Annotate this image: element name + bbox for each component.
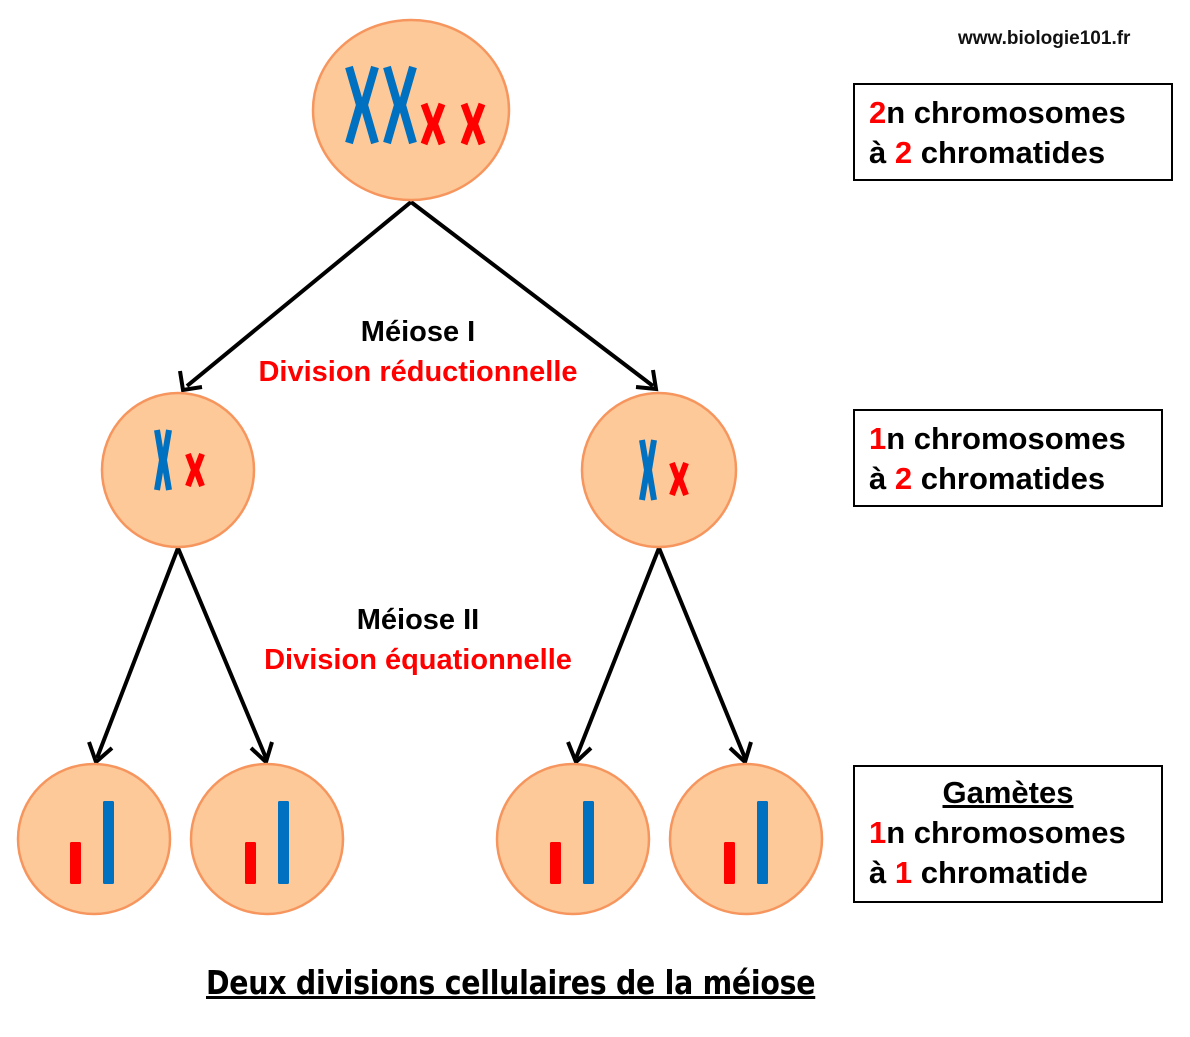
cell-membrane — [668, 762, 824, 916]
arrows — [95, 200, 747, 759]
gamete-cell-2 — [189, 762, 345, 916]
chromatid-long — [103, 801, 114, 884]
website-credit: www.biologie101.fr — [958, 28, 1131, 49]
chromatid — [398, 65, 417, 145]
ploidy-line: 2n chromosomes — [869, 95, 1126, 130]
chromosome-maternal — [154, 429, 172, 491]
chromatid-short — [245, 842, 256, 884]
stage-type: Division équationnelle — [264, 644, 572, 676]
diagram-title: Deux divisions cellulaires de la méiose — [206, 963, 816, 1002]
chromatid-long — [757, 801, 768, 884]
meiosis-2-label: Méiose II Division équationnelle — [208, 600, 628, 680]
chromatid-short — [70, 842, 81, 884]
info-box-haploid-2-chromatids: 1n chromosomes à 2 chromatides — [853, 409, 1163, 507]
daughter-cell-left — [100, 391, 256, 549]
chromosome-maternal — [345, 65, 379, 145]
cell-membrane — [311, 18, 511, 202]
chromatid — [193, 452, 205, 488]
chromatid-line: à 2 chromatides — [869, 461, 1106, 496]
chromatid — [677, 461, 689, 497]
cell-membrane — [580, 391, 738, 549]
arrowheads — [87, 369, 753, 766]
chromosome-paternal — [420, 102, 446, 146]
chromatid-short — [550, 842, 561, 884]
chromatid-line: à 1 chromatide — [869, 855, 1088, 890]
chromosome-paternal — [669, 461, 689, 497]
arrowhead-icon — [178, 370, 203, 393]
arrowhead-icon — [566, 741, 593, 766]
gamete-cell-3 — [495, 762, 651, 916]
gamete-cell-4 — [668, 762, 824, 916]
chromatid-short — [724, 842, 735, 884]
chromosome-paternal — [460, 102, 486, 146]
arrow-left-to-gamete-1 — [95, 547, 180, 759]
meiosis-1-label: Méiose I Division réductionnelle — [208, 312, 628, 392]
chromosome-paternal — [185, 452, 205, 488]
chromosome-maternal — [639, 439, 657, 501]
arrow-mother-to-right — [409, 200, 655, 388]
chromatid-line: à 2 chromatides — [869, 135, 1106, 170]
chromatid — [360, 65, 379, 145]
stage-name: Méiose II — [356, 604, 480, 636]
chromatid — [646, 439, 657, 501]
chromatid — [161, 429, 172, 491]
arrow-right-to-gamete-3 — [574, 547, 661, 759]
chromatid-long — [583, 801, 594, 884]
stage-type: Division réductionnelle — [258, 356, 578, 388]
info-box-diploid: 2n chromosomes à 2 chromatides — [853, 83, 1173, 181]
arrow-mother-to-left — [185, 200, 413, 388]
cell-membrane — [16, 762, 172, 916]
gametes-heading: Gamètes — [942, 775, 1074, 810]
daughter-cell-right — [580, 391, 738, 549]
chromatid — [431, 102, 446, 146]
stage-name: Méiose I — [360, 316, 476, 348]
chromatid-long — [278, 801, 289, 884]
arrowhead-icon — [249, 741, 274, 766]
gamete-cell-1 — [16, 762, 172, 916]
arrowhead-icon — [635, 369, 659, 392]
chromosome-maternal — [383, 65, 417, 145]
ploidy-line: 1n chromosomes — [869, 421, 1126, 456]
chromatid — [471, 102, 486, 146]
cell-membrane — [100, 391, 256, 549]
arrow-right-to-gamete-4 — [657, 547, 747, 759]
cell-membrane — [495, 762, 651, 916]
cell-membrane — [189, 762, 345, 916]
mother-cell — [311, 18, 511, 202]
info-box-gametes: Gamètes 1n chromosomes à 1 chromatide — [853, 765, 1163, 903]
arrow-left-to-gamete-2 — [176, 547, 268, 759]
ploidy-line: 1n chromosomes — [869, 815, 1126, 850]
arrowhead-icon — [728, 741, 753, 766]
arrowhead-icon — [87, 741, 114, 766]
